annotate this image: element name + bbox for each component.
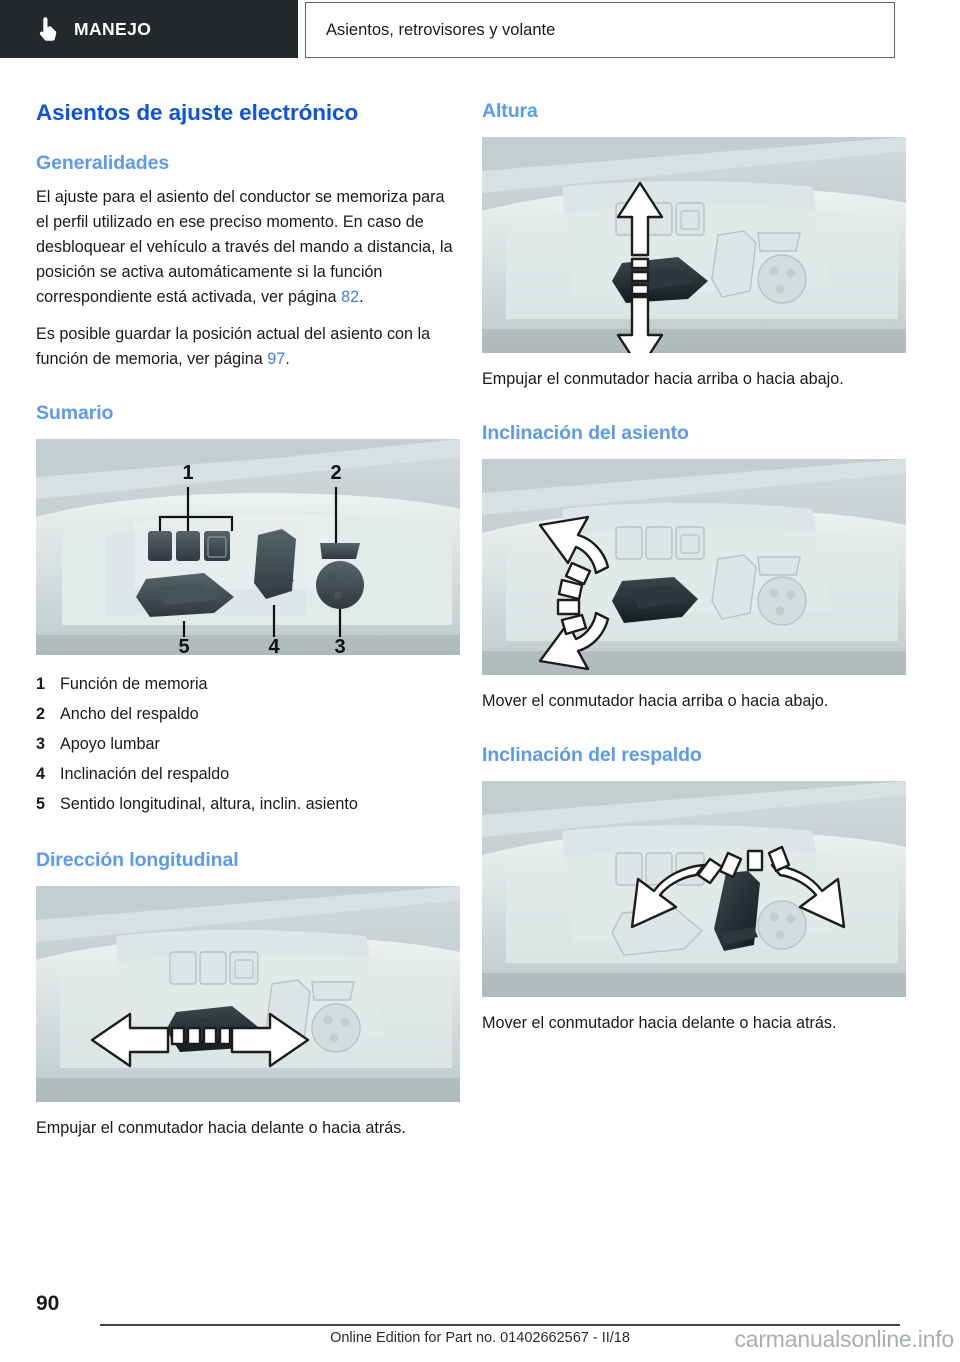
paragraph-generalidades-2: Es posible guardar la posición actual de… bbox=[36, 322, 460, 372]
list-item-label: Función de memoria bbox=[60, 675, 208, 693]
right-column: Altura bbox=[482, 100, 906, 1036]
paragraph-generalidades-1: El ajuste para el asiento del conductor … bbox=[36, 185, 460, 310]
list-item-number: 2 bbox=[36, 705, 46, 723]
page-header: MANEJO Asientos, retrovisores y volante bbox=[0, 0, 960, 62]
section-heading-sumario: Sumario bbox=[36, 402, 114, 424]
page-reference-97[interactable]: 97 bbox=[267, 350, 286, 368]
page-number: 90 bbox=[36, 1292, 60, 1315]
list-item: 1 Función de memoria bbox=[36, 669, 460, 699]
list-item-number: 1 bbox=[36, 675, 46, 693]
svg-text:3: 3 bbox=[334, 636, 345, 655]
chapter-tab-manejo[interactable]: MANEJO bbox=[0, 0, 298, 58]
page-footer: 90 Online Edition for Part no. 014026625… bbox=[0, 1282, 960, 1362]
paragraph-text: Es posible guardar la posición actual de… bbox=[36, 325, 431, 368]
site-watermark: carmanualsonline.info bbox=[734, 1326, 954, 1352]
caption-altura: Empujar el conmutador hacia arriba o hac… bbox=[482, 370, 844, 388]
paragraph-text: El ajuste para el asiento del conductor … bbox=[36, 188, 453, 306]
breadcrumb-label: Asientos, retrovisores y volante bbox=[326, 20, 556, 39]
paragraph-text-end: . bbox=[359, 288, 364, 306]
list-item: 5 Sentido longitudinal, altura, inclin. a… bbox=[36, 789, 460, 819]
page-title: Asientos de ajuste electrónico bbox=[36, 100, 359, 125]
svg-text:4: 4 bbox=[268, 636, 280, 655]
section-heading-direccion-longitudinal: Dirección longitudinal bbox=[36, 849, 239, 871]
breadcrumb: Asientos, retrovisores y volante bbox=[305, 2, 895, 58]
callout-numbers: 1 2 3 4 5 bbox=[178, 462, 345, 655]
section-heading-altura: Altura bbox=[482, 100, 538, 122]
edition-note: Online Edition for Part no. 01402662567 … bbox=[330, 1330, 630, 1346]
svg-text:2: 2 bbox=[330, 462, 341, 484]
list-item-label: Apoyo lumbar bbox=[60, 735, 160, 753]
list-item: 3 Apoyo lumbar bbox=[36, 729, 460, 759]
double-arrow-vertical bbox=[616, 181, 664, 353]
left-column: Asientos de ajuste electrónico Generalid… bbox=[36, 100, 460, 1141]
list-item-number: 4 bbox=[36, 765, 46, 783]
section-heading-inclinacion-asiento: Inclinación del asiento bbox=[482, 422, 689, 444]
figure-height-adjustment bbox=[482, 137, 906, 353]
caption-inclinacion-asiento: Mover el conmutador hacia arriba o hacia… bbox=[482, 692, 829, 710]
pointing-hand-icon bbox=[39, 17, 57, 41]
figure-longitudinal-adjustment bbox=[36, 886, 460, 1102]
section-heading-inclinacion-respaldo: Inclinación del respaldo bbox=[482, 744, 702, 766]
caption-inclinacion-respaldo: Mover el conmutador hacia delante o haci… bbox=[482, 1014, 837, 1032]
curved-arrow-horizontal bbox=[630, 845, 846, 929]
list-item: 2 Ancho del respaldo bbox=[36, 699, 460, 729]
memory-buttons bbox=[148, 531, 230, 561]
list-item-label: Sentido longitudinal, altura, inclin. as… bbox=[60, 795, 358, 813]
svg-text:5: 5 bbox=[178, 636, 189, 655]
figure-seat-controls-overview: 1 2 3 4 5 bbox=[36, 439, 460, 655]
list-item-label: Inclinación del respaldo bbox=[60, 765, 230, 783]
list-item-number: 3 bbox=[36, 735, 46, 753]
footer-divider bbox=[100, 1324, 900, 1326]
svg-text:1: 1 bbox=[182, 462, 193, 484]
page-reference-82[interactable]: 82 bbox=[341, 288, 360, 306]
curved-arrow-vertical bbox=[538, 515, 610, 671]
double-arrow-horizontal bbox=[90, 1012, 310, 1068]
memory-buttons bbox=[169, 951, 259, 985]
list-item: 4 Inclinación del respaldo bbox=[36, 759, 460, 789]
paragraph-text-end: . bbox=[285, 350, 290, 368]
figure-backrest-tilt-adjustment bbox=[482, 781, 906, 997]
memory-buttons bbox=[615, 526, 705, 560]
callout-leaders bbox=[158, 487, 342, 637]
section-heading-generalidades: Generalidades bbox=[36, 152, 170, 174]
list-item-label: Ancho del respaldo bbox=[60, 705, 199, 723]
figure-seat-tilt-adjustment bbox=[482, 459, 906, 675]
chapter-tab-label: MANEJO bbox=[74, 18, 152, 39]
list-item-number: 5 bbox=[36, 795, 46, 813]
memory-buttons bbox=[615, 852, 705, 886]
caption-direccion-longitudinal: Empujar el conmutador hacia delante o ha… bbox=[36, 1119, 406, 1137]
